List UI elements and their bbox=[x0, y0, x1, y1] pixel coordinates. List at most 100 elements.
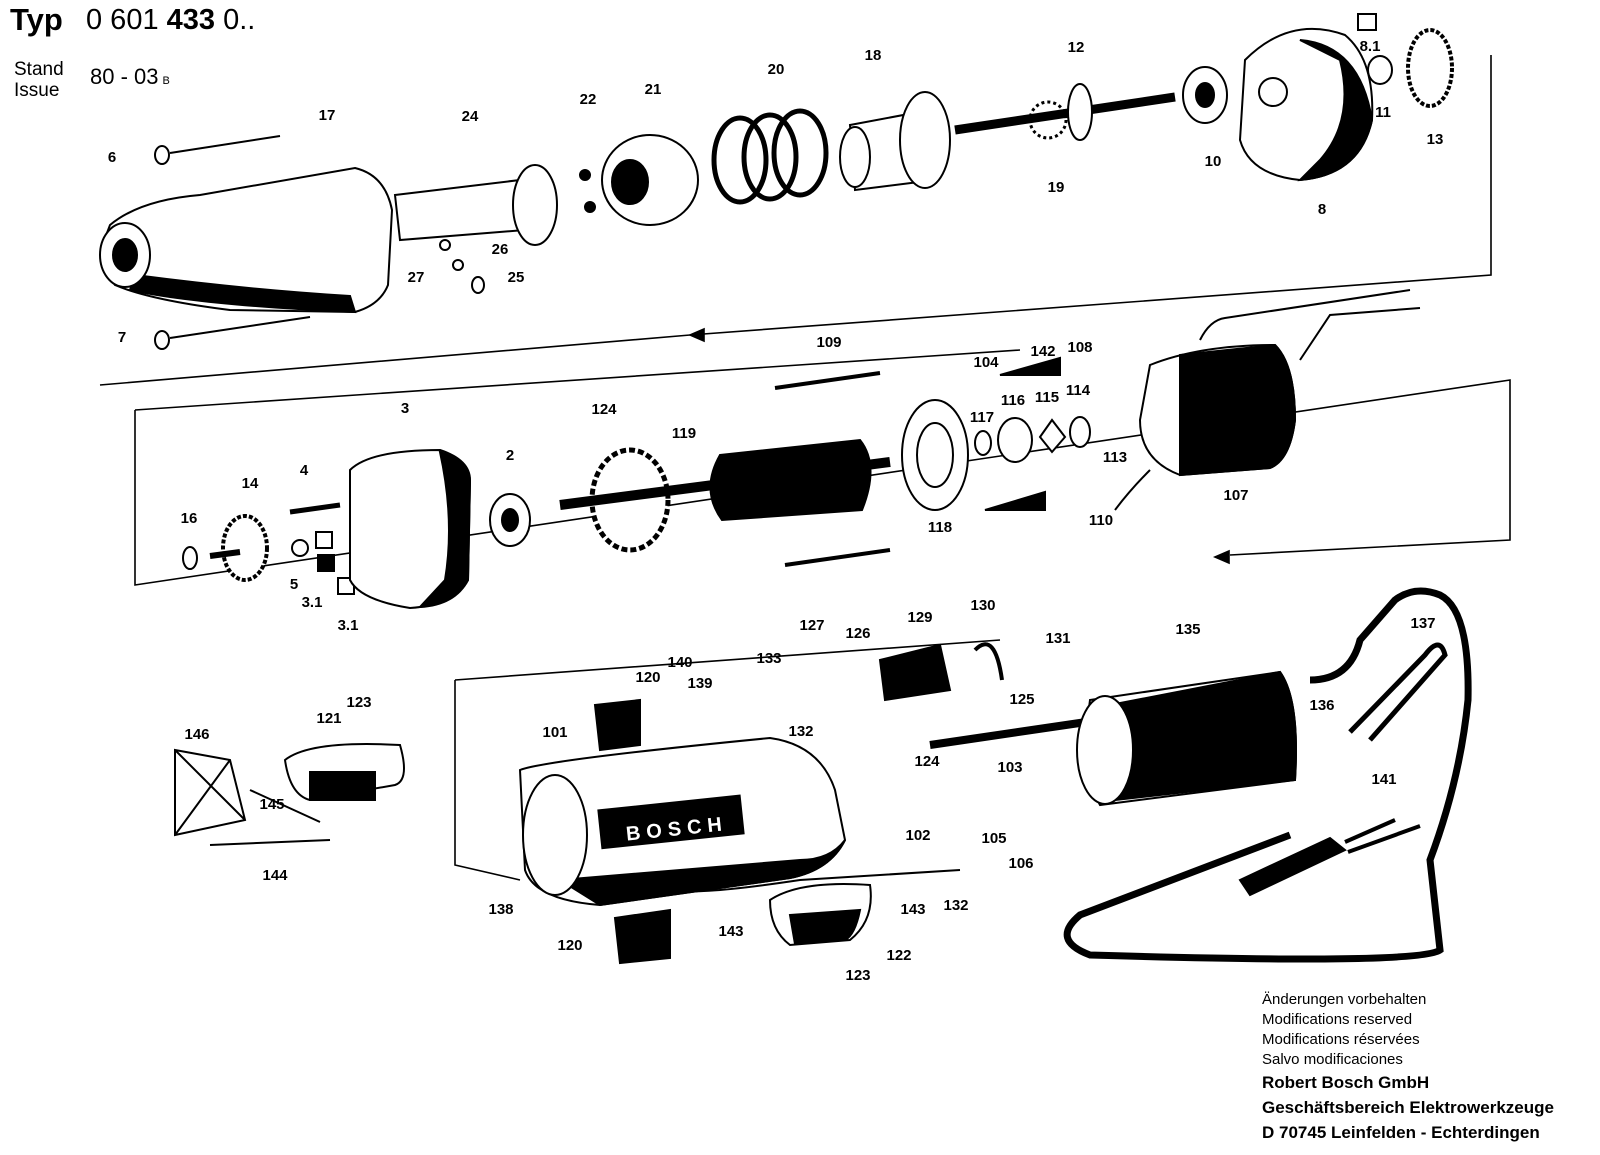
motor-housing-101-shade bbox=[556, 839, 846, 907]
part-label-11: 11 bbox=[1375, 104, 1391, 121]
bearing-flange-8-shade bbox=[1297, 39, 1374, 182]
part-label-141: 141 bbox=[1371, 771, 1396, 788]
wire-143 bbox=[679, 869, 961, 893]
wire-145 bbox=[249, 789, 321, 823]
part-label-116: 116 bbox=[1001, 392, 1025, 409]
shaft-12-gear bbox=[1067, 83, 1093, 141]
part-label-130: 130 bbox=[970, 597, 995, 614]
gear-14 bbox=[221, 514, 269, 582]
ball-27 bbox=[452, 259, 464, 271]
switch-rod-125 bbox=[929, 716, 1101, 749]
part-label-7: 7 bbox=[118, 329, 126, 346]
part-label-19: 19 bbox=[1048, 179, 1065, 196]
part-label-140: 140 bbox=[667, 654, 692, 671]
part-label-3-1: 3.1 bbox=[338, 617, 359, 634]
part-label-146: 146 bbox=[184, 726, 209, 743]
note-de: Änderungen vorbehalten bbox=[1262, 991, 1427, 1008]
part-label-2: 2 bbox=[506, 447, 514, 464]
part-label-136: 136 bbox=[1309, 697, 1334, 714]
part-label-25: 25 bbox=[508, 269, 525, 286]
part-label-121: 121 bbox=[316, 710, 341, 727]
part-label-143: 143 bbox=[900, 901, 925, 918]
washer-117 bbox=[974, 430, 992, 456]
part-label-124: 124 bbox=[591, 401, 617, 418]
note-fr: Modifications réservées bbox=[1262, 1031, 1420, 1048]
gear-housing-17-shade bbox=[128, 273, 357, 314]
part-label-6: 6 bbox=[108, 149, 116, 166]
ball-22b bbox=[584, 201, 596, 213]
type-number: 0 601 433 0.. bbox=[86, 4, 255, 37]
screw-7-head bbox=[154, 330, 170, 350]
nut-3-1b bbox=[317, 554, 335, 572]
arrow-mid bbox=[1212, 549, 1230, 565]
part-label-144: 144 bbox=[262, 867, 288, 884]
part-label-102: 102 bbox=[905, 827, 930, 844]
row2-parts bbox=[182, 289, 1421, 610]
pin-26 bbox=[439, 239, 451, 251]
gear-14-shaft bbox=[209, 549, 241, 559]
field-wire bbox=[1114, 289, 1421, 511]
screw-6-shaft bbox=[169, 135, 281, 154]
washer-114 bbox=[1069, 416, 1091, 448]
part-label-119: 119 bbox=[672, 425, 696, 442]
bearing-2-inner bbox=[501, 508, 519, 532]
part-label-101: 101 bbox=[542, 724, 567, 741]
part-label-24: 24 bbox=[462, 108, 479, 125]
spring-clip-130 bbox=[973, 642, 1004, 681]
part-label-17: 17 bbox=[319, 107, 336, 124]
note-es: Salvo modificaciones bbox=[1262, 1051, 1403, 1068]
part-label-110: 110 bbox=[1089, 512, 1113, 529]
part-label-132: 132 bbox=[943, 897, 968, 914]
part-label-106: 106 bbox=[1008, 855, 1033, 872]
part-label-145: 145 bbox=[259, 796, 284, 813]
part-label-8: 8 bbox=[1318, 201, 1326, 218]
spring-115 bbox=[1038, 418, 1067, 454]
washer-5 bbox=[291, 539, 309, 557]
part-label-127: 127 bbox=[799, 617, 824, 634]
part-label-26: 26 bbox=[492, 241, 509, 258]
part-label-125: 125 bbox=[1009, 691, 1034, 708]
handle-135-opening bbox=[1076, 695, 1134, 805]
frame-line-top bbox=[99, 55, 1492, 386]
part-label-3: 3 bbox=[401, 400, 409, 417]
screw-7-shaft bbox=[169, 316, 311, 339]
part-label-13: 13 bbox=[1427, 131, 1444, 148]
bearing-116 bbox=[997, 417, 1033, 463]
part-label-117: 117 bbox=[970, 409, 994, 426]
handle-cover-122-shade bbox=[788, 908, 862, 946]
part-label-107: 107 bbox=[1223, 487, 1248, 504]
part-label-5: 5 bbox=[290, 576, 298, 593]
gear-13 bbox=[1406, 28, 1454, 108]
bearing-10-inner bbox=[1195, 82, 1215, 108]
part-label-4: 4 bbox=[300, 462, 309, 479]
part-label-132: 132 bbox=[788, 723, 813, 740]
part-label-18: 18 bbox=[865, 47, 882, 64]
part-label-118: 118 bbox=[928, 519, 952, 536]
shaft-12 bbox=[954, 92, 1176, 135]
screw-4 bbox=[289, 502, 341, 515]
part-label-12: 12 bbox=[1068, 39, 1085, 56]
company-address: D 70745 Leinfelden - Echterdingen bbox=[1262, 1123, 1540, 1142]
stand-value-suffix: B bbox=[162, 75, 170, 87]
row1-parts bbox=[99, 13, 1454, 350]
stand-value-text: 80 - 03 bbox=[90, 64, 159, 89]
sleeve-18-flange bbox=[899, 91, 951, 189]
company-name: Robert Bosch GmbH bbox=[1262, 1073, 1430, 1092]
part-label-139: 139 bbox=[687, 675, 712, 692]
part-label-143: 143 bbox=[718, 923, 743, 940]
bushing-11 bbox=[1367, 55, 1393, 85]
part-label-27: 27 bbox=[408, 269, 425, 286]
armature-119-core bbox=[709, 438, 872, 522]
wire-144 bbox=[209, 839, 331, 846]
part-label-129: 129 bbox=[907, 609, 932, 626]
carbon-brush-lower bbox=[984, 490, 1046, 511]
part-label-109: 109 bbox=[816, 334, 841, 351]
type-label: Typ bbox=[10, 2, 63, 37]
plug-pin-b bbox=[1347, 824, 1421, 854]
part-label-113: 113 bbox=[1103, 449, 1127, 466]
part-labels: 233.13.1456788.1101112131416171819202122… bbox=[108, 38, 1444, 984]
note-en: Modifications reserved bbox=[1262, 1011, 1413, 1028]
stand-label: Stand bbox=[14, 59, 64, 80]
issue-label: Issue bbox=[14, 80, 60, 101]
